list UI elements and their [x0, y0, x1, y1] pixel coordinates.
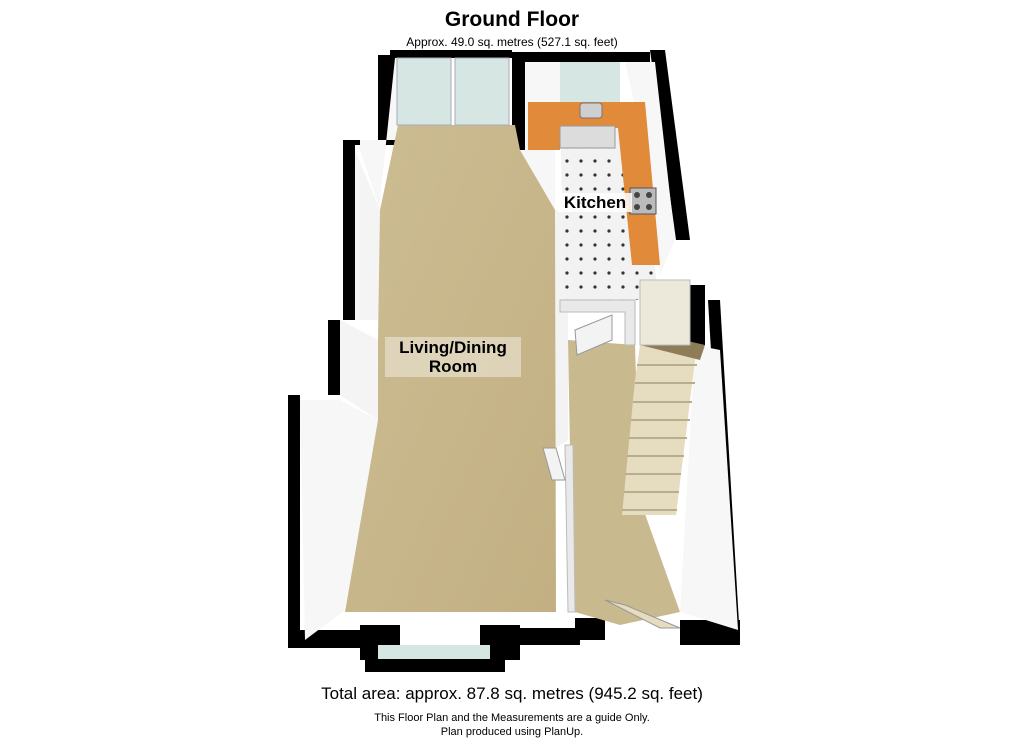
doors — [542, 314, 681, 629]
bay-window — [378, 645, 490, 659]
total-area: Total area: approx. 87.8 sq. metres (945… — [321, 684, 703, 703]
living-dining-room-label: Living/Dining Room — [385, 337, 521, 377]
hallway-floor — [568, 340, 680, 625]
kitchen-units — [559, 125, 616, 149]
patio-doors — [396, 57, 510, 126]
sink — [579, 102, 603, 119]
internal-walls — [559, 279, 691, 613]
disclaimer-line-2: Plan produced using PlanUp. — [440, 726, 584, 738]
hob — [629, 187, 657, 215]
kitchen-label: Kitchen — [558, 193, 632, 212]
kitchen-window — [560, 62, 620, 102]
floor-area-subtitle: Approx. 49.0 sq. metres (527.1 sq. feet) — [406, 35, 618, 49]
floor-title: Ground Floor — [444, 8, 580, 31]
disclaimer-line-1: This Floor Plan and the Measurements are… — [374, 712, 650, 724]
